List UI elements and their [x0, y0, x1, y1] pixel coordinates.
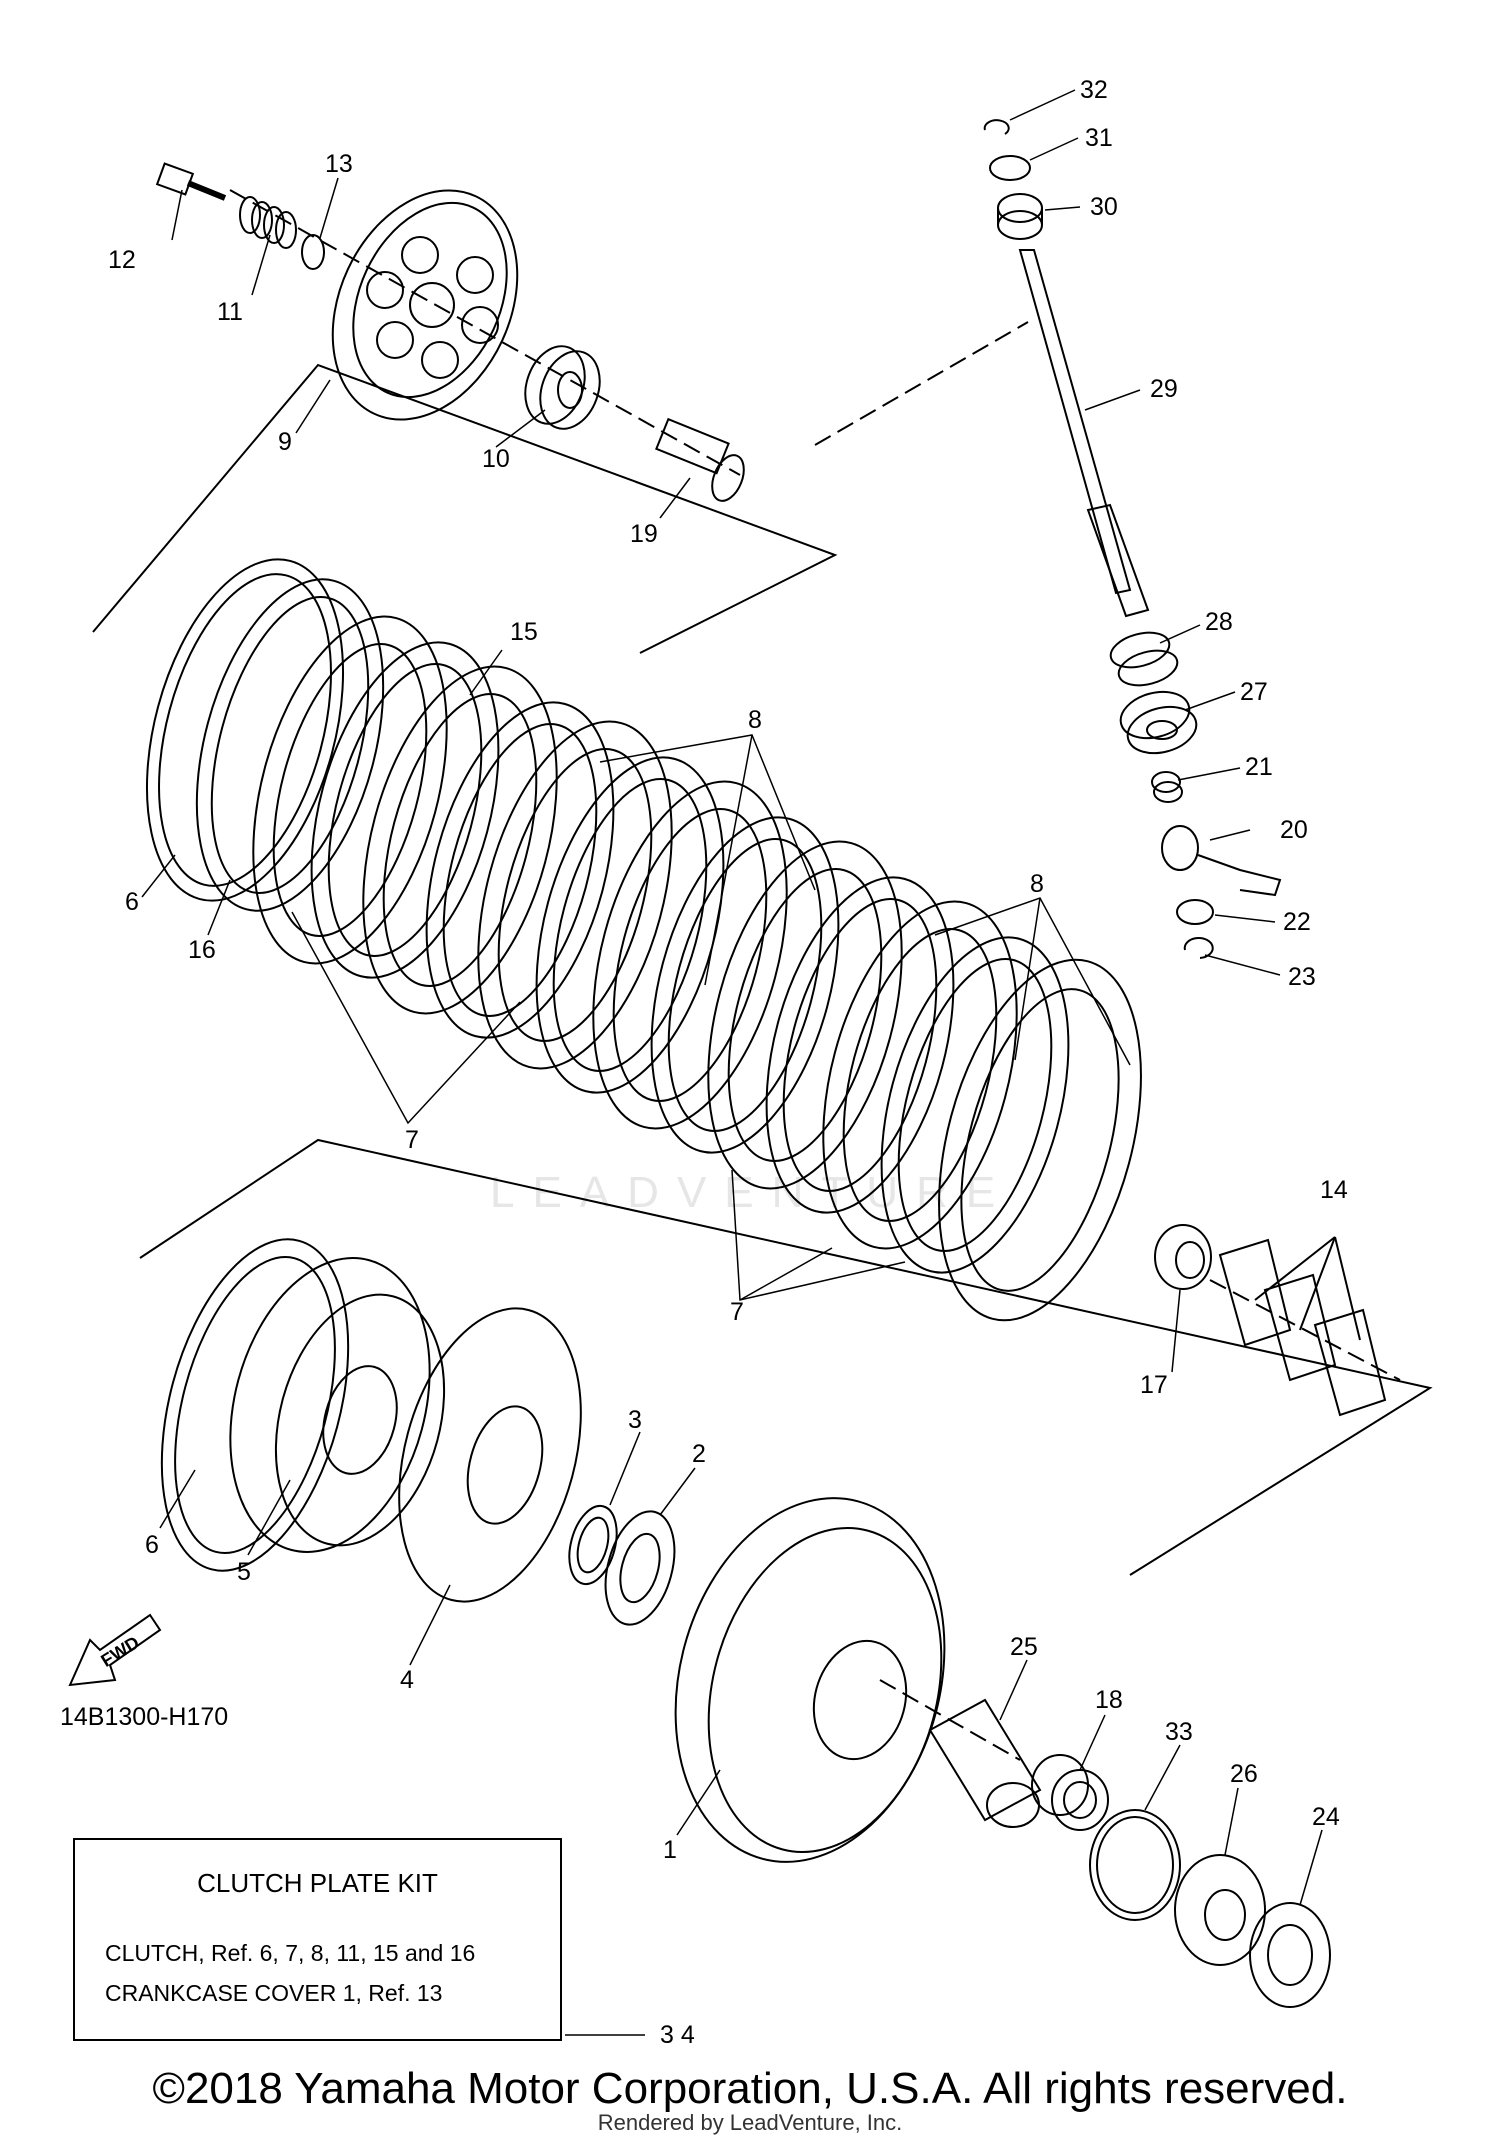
ref-label-11: 11: [217, 298, 243, 326]
part-26-gear: [1174, 1854, 1266, 1966]
part-25-spacer: [928, 1698, 1042, 1828]
part-9-pressure-plate: [331, 189, 519, 421]
part-6-upper-judder-spring: [145, 558, 345, 902]
part-16-seat-plate: [195, 578, 385, 912]
part-4-pressure-plate-lower: [398, 1307, 582, 1603]
ref-label-6-lower: 6: [145, 1531, 159, 1559]
ref-label-29: 29: [1150, 375, 1178, 403]
part-18-needle-bearing: [1031, 1754, 1109, 1831]
axis-line-right: [1209, 1279, 1401, 1381]
ref-label-16: 16: [188, 936, 216, 964]
group-outline-top: [92, 363, 838, 654]
ref-label-6-upper: 6: [125, 888, 139, 916]
part-10-bearing: [524, 345, 601, 430]
group-outline-bottom: [139, 1138, 1433, 1576]
part-20-lever: [1161, 825, 1282, 897]
ref-label-27: 27: [1240, 678, 1268, 706]
part-3-washer: [568, 1504, 618, 1586]
leadventure-watermark: LEADVENTURE: [490, 1168, 1014, 1217]
kit-title: CLUTCH PLATE KIT: [197, 1868, 438, 1898]
part-32-circlip: [983, 119, 1010, 135]
ref-label-20: 20: [1280, 816, 1308, 844]
plate-stack: [252, 615, 1142, 1322]
ref-label-18: 18: [1095, 1686, 1123, 1714]
part-13-o-ring: [301, 234, 325, 270]
rendered-by-note: Rendered by LeadVenture, Inc.: [597, 2110, 903, 2135]
ref-label-3: 3: [628, 1406, 642, 1434]
diagram-code: 14B1300-H170: [60, 1703, 229, 1731]
axis-line-shaft: [814, 321, 1029, 446]
part-11-spring: [239, 196, 297, 249]
part-29-push-rod: [1018, 249, 1150, 618]
ref-label-12: 12: [108, 246, 136, 274]
ref-label-5: 5: [237, 1558, 251, 1586]
fwd-arrow-icon: [68, 1613, 162, 1687]
ref-label-22: 22: [1283, 908, 1311, 936]
ref-label-24: 24: [1312, 1803, 1340, 1831]
ref-label-2: 2: [692, 1440, 706, 1468]
part-19-push-piece: [655, 417, 745, 502]
ref-label-1: 1: [663, 1836, 677, 1864]
ref-label-7-lower: 7: [730, 1298, 744, 1326]
ref-label-33: 33: [1165, 1718, 1193, 1746]
axis-line-top: [229, 189, 741, 476]
ref-label-9: 9: [278, 428, 292, 456]
ref-label-15: 15: [510, 618, 538, 646]
ref-label-25: 25: [1010, 1633, 1038, 1661]
copyright-notice: ©2018 Yamaha Motor Corporation, U.S.A. A…: [152, 2064, 1348, 2113]
part-30-collar: [997, 193, 1043, 240]
ref-label-34: 3 4: [660, 2021, 695, 2049]
leader-lines: [141, 89, 1323, 2036]
part-27-oil-seal: [1119, 690, 1198, 755]
ref-label-32: 32: [1080, 76, 1108, 104]
ref-label-30: 30: [1090, 193, 1118, 221]
part-24-washer: [1249, 1902, 1331, 2008]
ref-label-7-upper: 7: [405, 1126, 419, 1154]
ref-label-21: 21: [1245, 753, 1273, 781]
fwd-label: FWD: [97, 1632, 142, 1671]
ref-label-26: 26: [1230, 1760, 1258, 1788]
ref-label-19: 19: [630, 520, 658, 548]
part-33-o-ring: [1089, 1809, 1181, 1921]
ref-label-31: 31: [1085, 124, 1113, 152]
kit-line-crankcase: CRANKCASE COVER 1, Ref. 13: [105, 1980, 443, 2006]
part-28-bearing: [1109, 631, 1179, 687]
kit-line-clutch: CLUTCH, Ref. 6, 7, 8, 11, 15 and 16: [105, 1940, 476, 1966]
part-23-circlip: [1183, 937, 1214, 959]
part-5-clutch-boss: [229, 1257, 446, 1553]
part-22-washer: [1176, 899, 1214, 925]
callout-lines-7-8: [291, 734, 1131, 1301]
part-12-bolt: [155, 162, 227, 201]
part-2-plate-washer: [604, 1510, 676, 1626]
ref-label-23: 23: [1288, 963, 1316, 991]
ref-label-28: 28: [1205, 608, 1233, 636]
ref-label-8-upper: 8: [748, 706, 762, 734]
ref-label-4: 4: [400, 1666, 414, 1694]
part-14-lock-washers: [1218, 1236, 1387, 1417]
part-17-nut: [1154, 1224, 1212, 1290]
clutch-plate-kit-box: CLUTCH PLATE KIT CLUTCH, Ref. 6, 7, 8, 1…: [73, 1838, 562, 2041]
ref-label-13: 13: [325, 150, 353, 178]
part-21-spring: [1151, 771, 1183, 803]
reference-labels: 32 31 30 29 28 27 21 20 22 23 13 12 11 9…: [97, 76, 1340, 2049]
part-1-primary-driven-gear: [674, 1497, 946, 1863]
ref-label-10: 10: [482, 445, 510, 473]
part-31-washer: [989, 155, 1031, 181]
part-6-lower-judder-spring: [160, 1238, 350, 1572]
